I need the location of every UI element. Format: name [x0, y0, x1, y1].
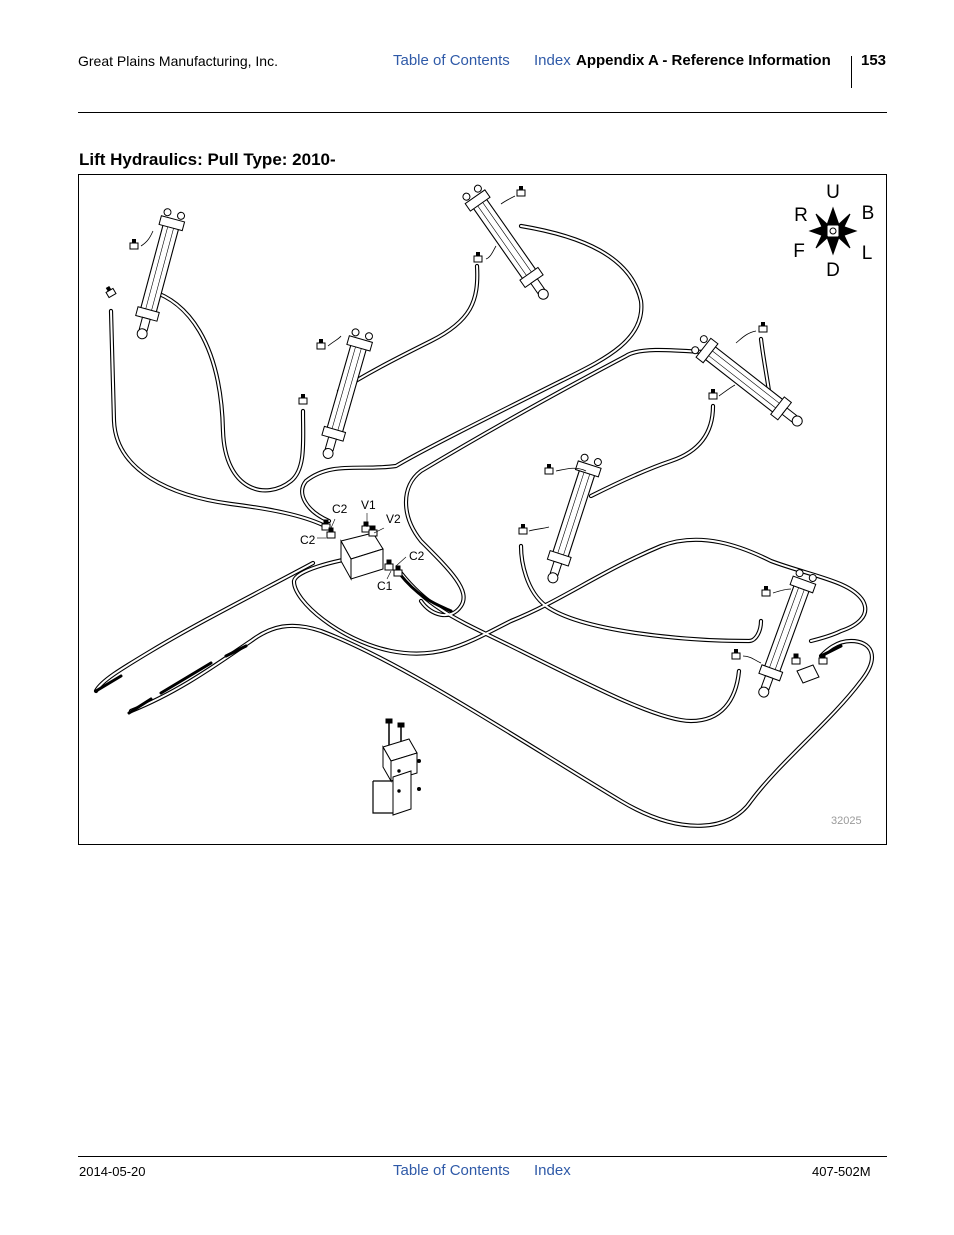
compass-rear-label: R: [794, 205, 808, 226]
port-label-c1: C1: [377, 579, 393, 593]
compass-front-label: F: [793, 241, 805, 262]
page-number: 153: [861, 52, 887, 69]
port-label-c2-right: C2: [409, 549, 425, 563]
publication-date: 2014-05-20: [79, 1164, 146, 1179]
section-title: Appendix A - Reference Information: [576, 52, 831, 69]
manual-number: 407-502M: [812, 1164, 871, 1179]
port-label-c2-top: C2: [332, 502, 348, 516]
header-index-link[interactable]: Index: [534, 52, 571, 69]
header-divider: [851, 56, 852, 88]
compass-down-label: D: [826, 260, 840, 281]
figure-frame: C2 C2 V1 V2 C2 C1 U D R: [78, 174, 887, 845]
figure-number: 32025: [831, 815, 862, 827]
header-toc-link[interactable]: Table of Contents: [393, 52, 510, 69]
compass-left-label: L: [862, 243, 873, 264]
footer-toc-link[interactable]: Table of Contents: [393, 1162, 510, 1179]
compass-back-label: B: [862, 203, 875, 224]
hydraulic-diagram: C2 C2 V1 V2 C2 C1 U D R: [93, 182, 874, 828]
port-label-v2: V2: [386, 512, 401, 526]
header-rule: [78, 112, 887, 113]
port-label-v1: V1: [361, 498, 376, 512]
compass-up-label: U: [826, 182, 840, 203]
port-label-c2-left: C2: [300, 533, 316, 547]
orientation-compass: U D R B F L: [793, 182, 874, 281]
footer-rule: [78, 1156, 887, 1157]
footer-index-link[interactable]: Index: [534, 1162, 571, 1179]
figure-title: Lift Hydraulics: Pull Type: 2010-: [79, 150, 336, 169]
company-name: Great Plains Manufacturing, Inc.: [78, 53, 278, 69]
